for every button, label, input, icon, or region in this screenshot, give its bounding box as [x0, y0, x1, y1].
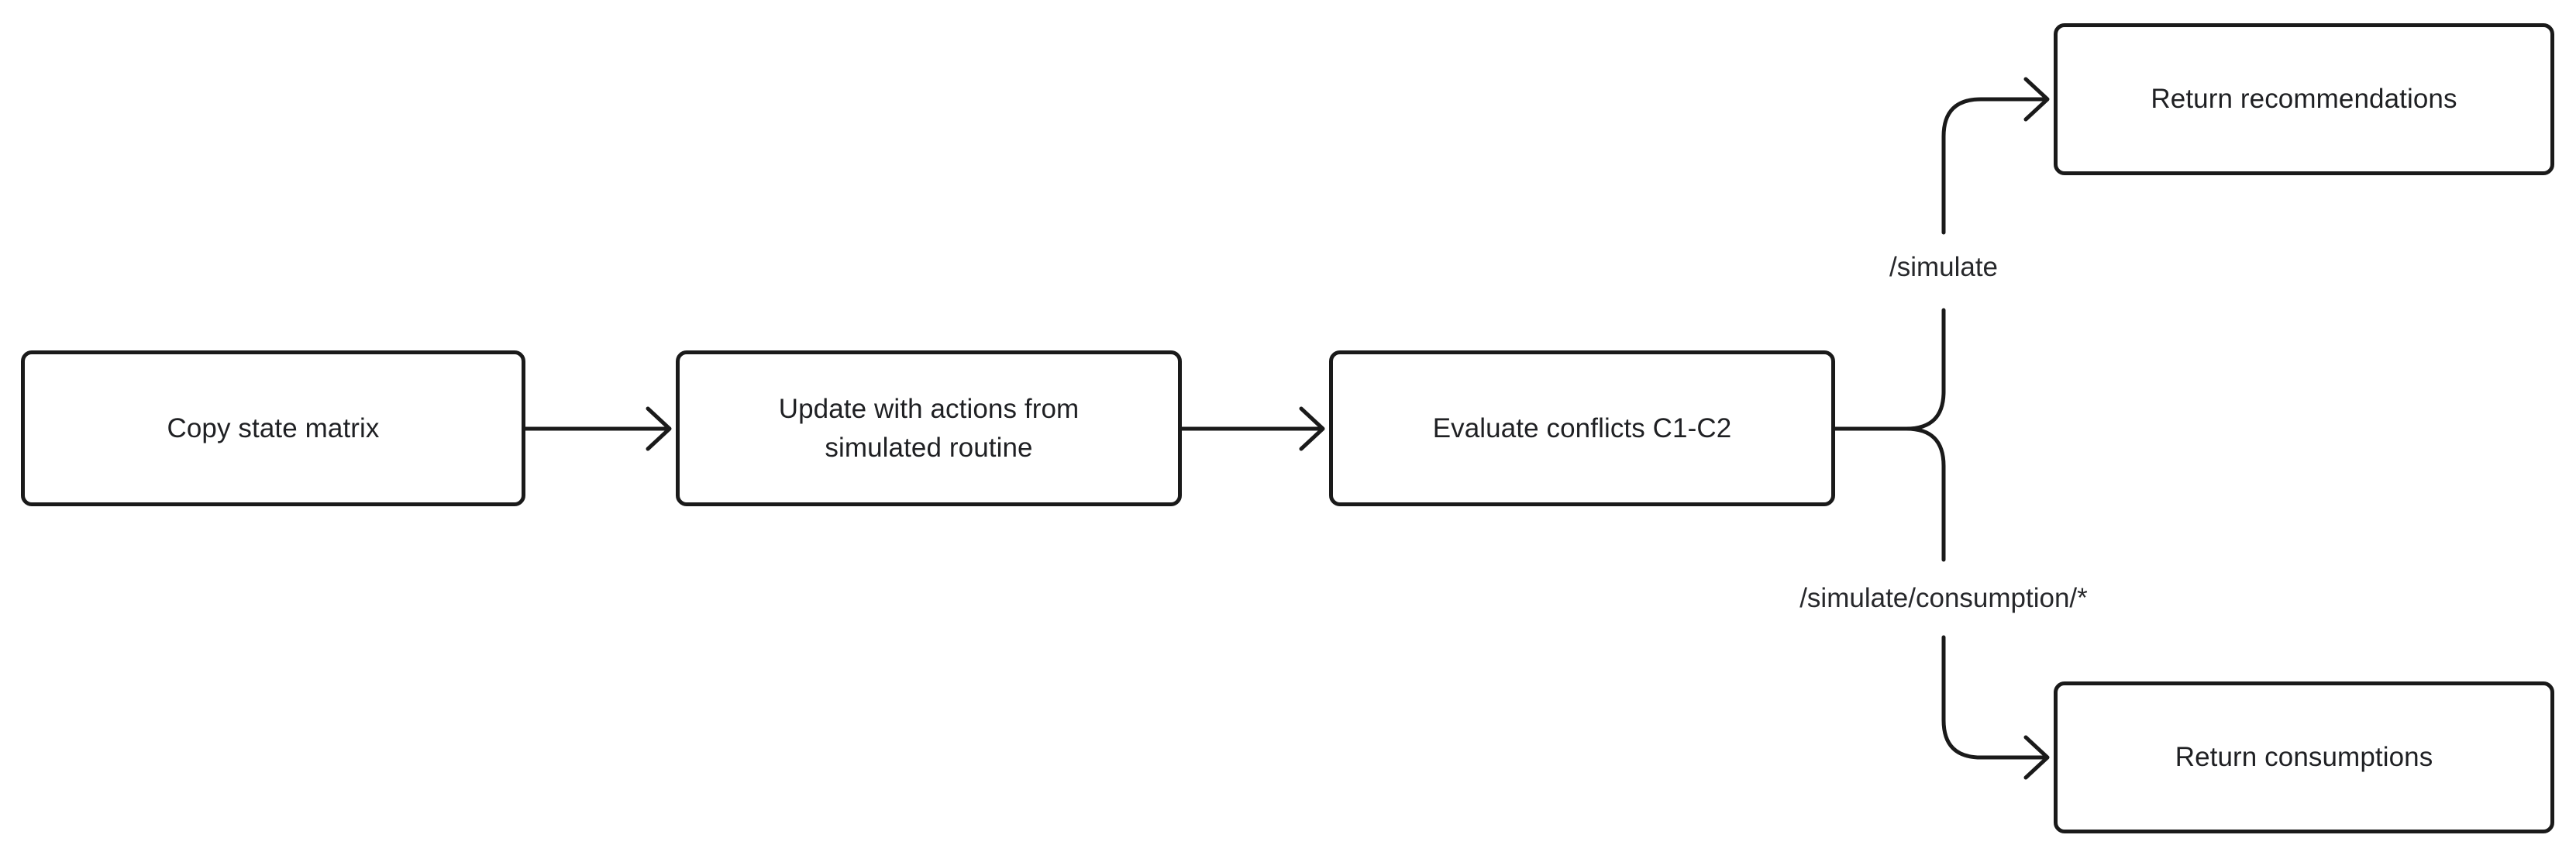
node-copy-state-matrix[interactable]: Copy state matrix	[21, 350, 525, 506]
arrowhead-copy-to-update	[646, 406, 672, 451]
node-label: Update with actions from simulated routi…	[778, 393, 1080, 463]
node-return-recommendations[interactable]: Return recommendations	[2054, 23, 2554, 175]
edge-branch-down-upper	[1904, 426, 1946, 562]
edge-branch-down-lower	[1941, 635, 2047, 760]
node-label: Evaluate conflicts C1-C2	[1432, 412, 1732, 443]
edge-branch-up-upper	[1941, 97, 2047, 235]
node-update-with-actions[interactable]: Update with actions from simulated routi…	[676, 350, 1182, 506]
node-label: Return consumptions	[2175, 742, 2433, 773]
edge-branch-up-lower	[1904, 308, 1946, 431]
arrowhead-update-to-evaluate	[1299, 406, 1325, 451]
node-label: Return recommendations	[2151, 84, 2457, 115]
arrowhead-to-return-consumptions	[2023, 735, 2050, 780]
arrowhead-to-return-recommendations	[2023, 77, 2050, 122]
edge-label-simulate: /simulate	[1881, 247, 2006, 288]
node-label: Copy state matrix	[167, 412, 380, 443]
edge-label-simulate-consumption: /simulate/consumption/*	[1792, 578, 2096, 619]
node-return-consumptions[interactable]: Return consumptions	[2054, 681, 2554, 833]
node-evaluate-conflicts[interactable]: Evaluate conflicts C1-C2	[1329, 350, 1835, 506]
